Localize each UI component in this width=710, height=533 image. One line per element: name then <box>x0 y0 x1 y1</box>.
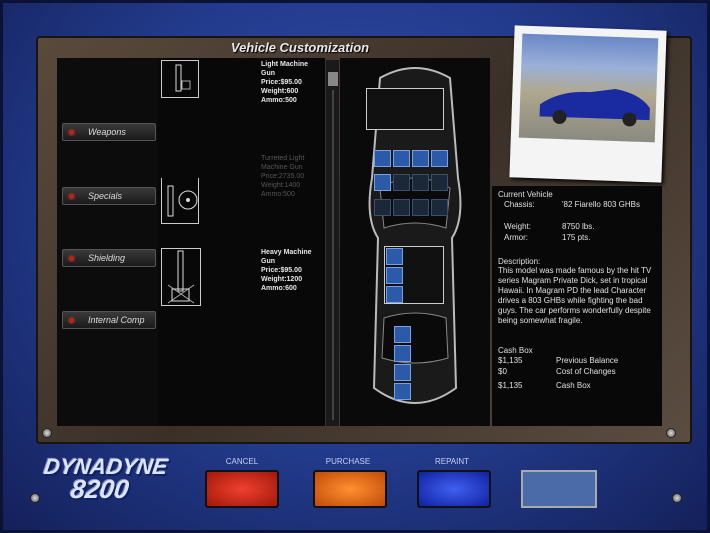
armor-slot[interactable] <box>393 150 410 167</box>
cash-box-header: Cash Box <box>498 346 533 355</box>
armor-slot[interactable] <box>394 364 411 381</box>
cash-label: Previous Balance <box>556 356 619 365</box>
cash-label: Cash Box <box>556 381 591 390</box>
category-internal-comp-button[interactable]: Internal Comp <box>62 311 156 329</box>
armor-slot[interactable] <box>394 345 411 362</box>
cash-amount: $0 <box>498 367 507 376</box>
screw <box>666 428 676 438</box>
vehicle-photo <box>509 25 667 183</box>
empty-slot[interactable] <box>393 174 410 191</box>
item-weight: Weight:600 <box>261 88 299 95</box>
item-price: Price:$95.00 <box>261 267 302 274</box>
chassis-label: Chassis: <box>504 200 535 209</box>
vehicle-layout <box>340 58 490 426</box>
item-ammo: Ammo:600 <box>261 285 297 292</box>
light-machine-gun-icon[interactable] <box>161 60 199 98</box>
item-weight: Weight:1200 <box>261 276 303 283</box>
purchase-label: PURCHASE <box>325 457 371 466</box>
category-label: Internal Comp <box>88 315 145 325</box>
led-icon <box>69 193 74 199</box>
empty-slot[interactable] <box>431 199 448 216</box>
category-label: Specials <box>88 191 123 201</box>
empty-slot[interactable] <box>393 199 410 216</box>
item-name: Machine Gun <box>261 164 303 171</box>
chassis-value: '82 Fiarello 803 GHBs <box>562 200 641 209</box>
description-text: This model was made famous by the hit TV… <box>498 266 652 325</box>
category-shielding-button[interactable]: Shielding <box>62 249 156 267</box>
item-name: Gun <box>261 258 275 265</box>
vehicle-thumbnail-button[interactable] <box>521 470 597 508</box>
screw <box>672 493 682 503</box>
category-specials-button[interactable]: Specials <box>62 187 156 205</box>
armor-slot[interactable] <box>412 150 429 167</box>
empty-slot[interactable] <box>412 199 429 216</box>
item-ammo: Ammo:500 <box>261 191 295 198</box>
scroll-thumb[interactable] <box>328 72 338 86</box>
item-ammo: Ammo:500 <box>261 97 297 104</box>
vehicle-info-panel: Current Vehicle Chassis: '82 Fiarello 803… <box>492 186 662 426</box>
item-price: Price:$95.00 <box>261 79 302 86</box>
logo-line: 8200 <box>68 474 131 504</box>
armor-slot[interactable] <box>394 326 411 343</box>
heavy-machine-gun-icon[interactable] <box>161 248 201 306</box>
empty-slot[interactable] <box>374 199 391 216</box>
item-name: Turreted Light <box>261 155 305 162</box>
item-name: Light Machine <box>261 61 309 68</box>
repaint-button[interactable] <box>417 470 491 508</box>
cancel-button[interactable] <box>205 470 279 508</box>
purchase-button[interactable] <box>313 470 387 508</box>
item-weight: Weight:1400 <box>261 182 301 189</box>
armor-slot[interactable] <box>394 383 411 400</box>
armor-slot[interactable] <box>386 286 403 303</box>
armor-label: Armor: <box>504 233 528 242</box>
repaint-label: REPAINT <box>434 457 470 466</box>
cash-amount: $1,135 <box>498 356 523 365</box>
item-scrollbar[interactable] <box>325 60 339 426</box>
weapon-mount-slot[interactable] <box>366 88 444 130</box>
info-header: Current Vehicle <box>498 190 553 199</box>
category-panel <box>57 58 158 426</box>
led-icon <box>69 129 74 135</box>
page-title: Vehicle Customization <box>230 40 370 55</box>
category-weapons-button[interactable]: Weapons <box>62 123 156 141</box>
item-price: Price:2735.00 <box>261 173 305 180</box>
armor-slot[interactable] <box>386 267 403 284</box>
led-icon <box>69 255 74 261</box>
armor-slot[interactable] <box>386 248 403 265</box>
led-icon <box>69 317 74 323</box>
description-label: Description: <box>498 257 541 266</box>
item-name: Heavy Machine <box>261 249 312 256</box>
category-label: Shielding <box>88 253 126 263</box>
scroll-track[interactable] <box>332 90 334 420</box>
empty-slot[interactable] <box>412 174 429 191</box>
screw <box>42 428 52 438</box>
category-label: Weapons <box>88 127 126 137</box>
item-name: Gun <box>261 70 275 77</box>
armor-value: 175 pts. <box>562 233 591 242</box>
weight-label: Weight: <box>504 222 531 231</box>
screw <box>30 493 40 503</box>
empty-slot[interactable] <box>431 174 448 191</box>
turreted-gun-icon[interactable] <box>161 178 199 224</box>
armor-slot[interactable] <box>374 150 391 167</box>
armor-slot[interactable] <box>374 174 391 191</box>
cash-amount: $1,135 <box>498 381 523 390</box>
armor-slot[interactable] <box>431 150 448 167</box>
cash-label: Cost of Changes <box>556 367 616 376</box>
weight-value: 8750 lbs. <box>562 222 595 231</box>
cancel-label: CANCEL <box>225 457 259 466</box>
